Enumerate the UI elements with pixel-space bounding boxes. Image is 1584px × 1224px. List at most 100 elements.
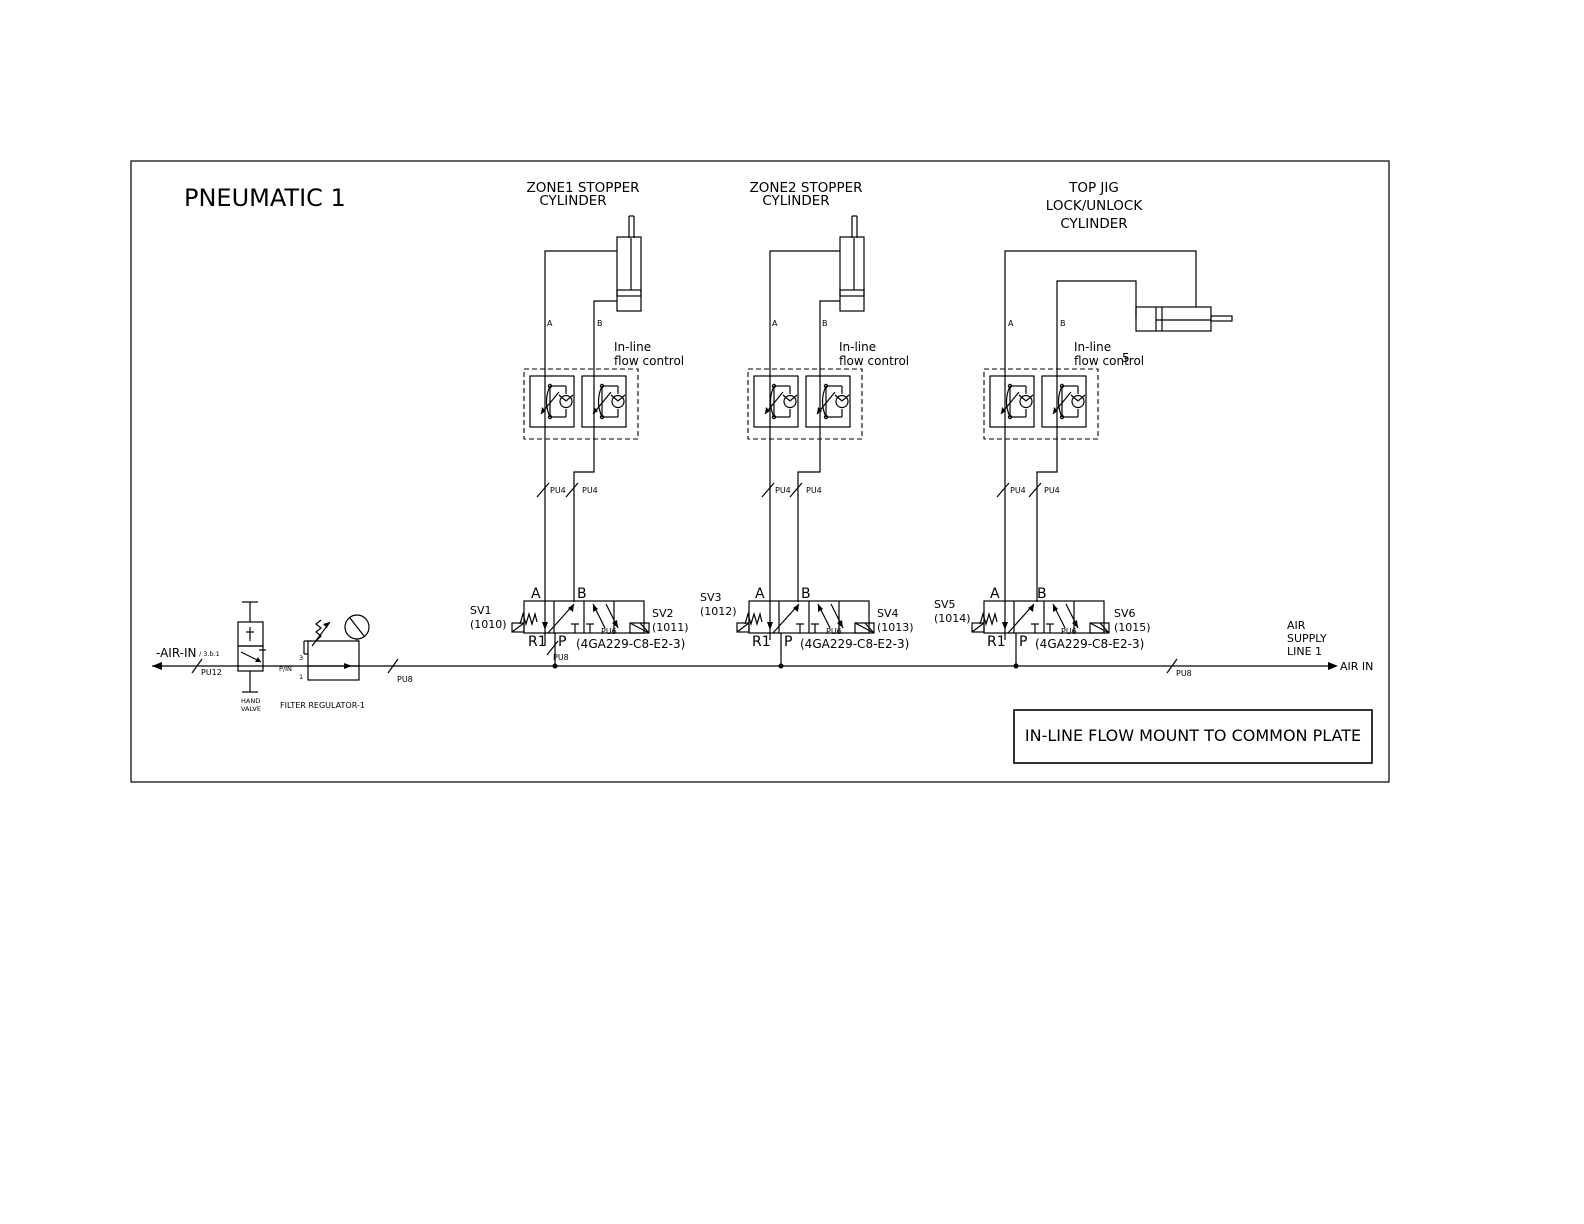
zone-2-pipe-slash-a [761,482,775,498]
svg-text:SUPPLY: SUPPLY [1287,632,1327,645]
pipe-label-pu8-right: PU8 [1176,669,1192,678]
zone-2-port-r1: R1 [752,634,771,650]
zone-3-sv-right: SV6 [1114,607,1136,620]
zone-2-sv-right: SV4 [877,607,899,620]
zone-2-flow-control-label: In-line flow control [839,340,909,368]
zone-1-sv-right: SV2 [652,607,674,620]
zone-1-junction [552,663,558,669]
zone-2-sv-left-code: (1012) [700,605,737,618]
zone-2-pipe-slash-b [789,482,803,498]
svg-text:In-line: In-line [614,340,651,354]
zone-3-cylinder [1135,306,1233,332]
zone-1-flow-control-a [529,375,575,428]
svg-text:flow control: flow control [1074,354,1144,368]
zone-3-flow-control-b [1041,375,1087,428]
air-in-left-label: -AIR-IN [156,646,197,660]
svg-text:In-line: In-line [1074,340,1111,354]
svg-text:TOP JIG: TOP JIG [1068,180,1119,196]
zone-3-sv-left: SV5 [934,598,956,611]
zone-1-port-p: P [558,634,566,650]
zone-3-sv-left-code: (1014) [934,612,971,625]
zone-1-pipe-slash-pu8 [546,640,559,656]
pipe-slash-pu8-left [387,658,399,674]
zone-2-sv-left: SV3 [700,591,722,604]
zone-2-port-a: A [755,586,765,602]
svg-text:flow control: flow control [839,354,909,368]
regulator-port-1: 1 [299,673,303,681]
zone-1-title: ZONE1 STOPPER CYLINDER [526,180,639,209]
zone-3-port-b: B [1037,586,1047,602]
zone-2-line-b [797,300,840,602]
svg-text:CYLINDER: CYLINDER [1060,216,1127,232]
svg-text:LOCK/UNLOCK: LOCK/UNLOCK [1046,198,1144,214]
svg-text:In-line: In-line [839,340,876,354]
zone-3-line-b [1036,280,1137,602]
zone-3-pipe-label-pu6: PU6 [1061,627,1077,636]
zone-3-flow-control-a [989,375,1035,428]
air-in-left-arrow [152,662,162,670]
zone-1-flow-control-block [523,368,639,440]
svg-text:LINE 1: LINE 1 [1287,645,1322,658]
zone-2-junction [778,663,784,669]
zone-3-flow-control-block [983,368,1099,440]
air-in-right-arrow [1328,662,1338,670]
zone-2-flow-control-b [805,375,851,428]
svg-text:ZONE2 STOPPER: ZONE2 STOPPER [749,180,862,196]
hand-valve-label: HAND VALVE [241,697,261,713]
zone-2-line-b-label: B [822,319,828,328]
pipe-slash-pu12 [191,658,203,674]
zone-1: ZONE1 STOPPER CYLINDER A B In-line flow … [470,180,689,669]
svg-text:ZONE1 STOPPER: ZONE1 STOPPER [526,180,639,196]
zone-1-port-a: A [531,586,541,602]
zone-1-pipe-label-b: PU4 [582,486,598,495]
pipe-label-pin: P/IN [279,665,292,673]
zone-1-pipe-slash-a [536,482,550,498]
zone-1-valve-body [511,600,650,666]
zone-2-valve-model: (4GA229-C8-E2-3) [800,637,909,651]
zone-3-pipe-label-a: PU4 [1010,486,1026,495]
mount-note-box [1013,709,1373,764]
zone-1-sv-right-code: (1011) [652,621,689,634]
zone-3-line-b-label: B [1060,319,1066,328]
zone-1-valve-model: (4GA229-C8-E2-3) [576,637,685,651]
zone-2-valve-body [736,600,875,666]
zone-1-line-a-label: A [547,319,553,328]
air-supply-label: AIR SUPPLY LINE 1 [1287,619,1327,658]
air-in-right-label: AIR IN [1340,660,1373,673]
pipe-label-pu12: PU12 [201,668,222,677]
pipe-slash-pu8-right [1166,658,1178,674]
zone-2-line-a [769,250,840,640]
pipe-label-pu8-left: PU8 [397,675,413,684]
svg-text:VALVE: VALVE [241,705,261,713]
zone-3-flow-control-label: In-line flow control [1074,340,1144,368]
zone-1-flow-control-label: In-line flow control [614,340,684,368]
zone-1-pipe-label-pu8: PU8 [553,653,569,662]
drawing-border [130,160,1390,783]
zone-1-cylinder [616,215,642,312]
zone-1-port-r1: R1 [528,634,547,650]
hand-valve-symbol [237,601,266,693]
regulator-port-3: 3 [299,654,303,662]
zone-1-line-b-label: B [597,319,603,328]
zone-3-port-a: A [990,586,1000,602]
zone-3-valve-body [971,600,1110,666]
zone-2: ZONE2 STOPPER CYLINDER A B In-line flow … [700,180,914,669]
zone-1-pipe-label-a: PU4 [550,486,566,495]
zone-1-pipe-label-pu6: PU6 [601,627,617,636]
zone-3-line-a [1004,250,1197,640]
zone-3-line-a-label: A [1008,319,1014,328]
zone-2-flow-control-block [747,368,863,440]
zone-2-port-p: P [784,634,792,650]
zone-3-port-p: P [1019,634,1027,650]
zone-2-pipe-label-pu6: PU6 [826,627,842,636]
zone-2-pipe-label-b: PU4 [806,486,822,495]
zone-2-flow-control-a [753,375,799,428]
zone-3-valve-model: (4GA229-C8-E2-3) [1035,637,1144,651]
zone-3-pipe-label-b: PU4 [1044,486,1060,495]
zone-2-title: ZONE2 STOPPER CYLINDER [749,180,862,209]
svg-text:HAND: HAND [241,697,260,705]
zone-2-pipe-label-a: PU4 [775,486,791,495]
svg-text:AIR: AIR [1287,619,1306,632]
zone-3-junction [1013,663,1019,669]
